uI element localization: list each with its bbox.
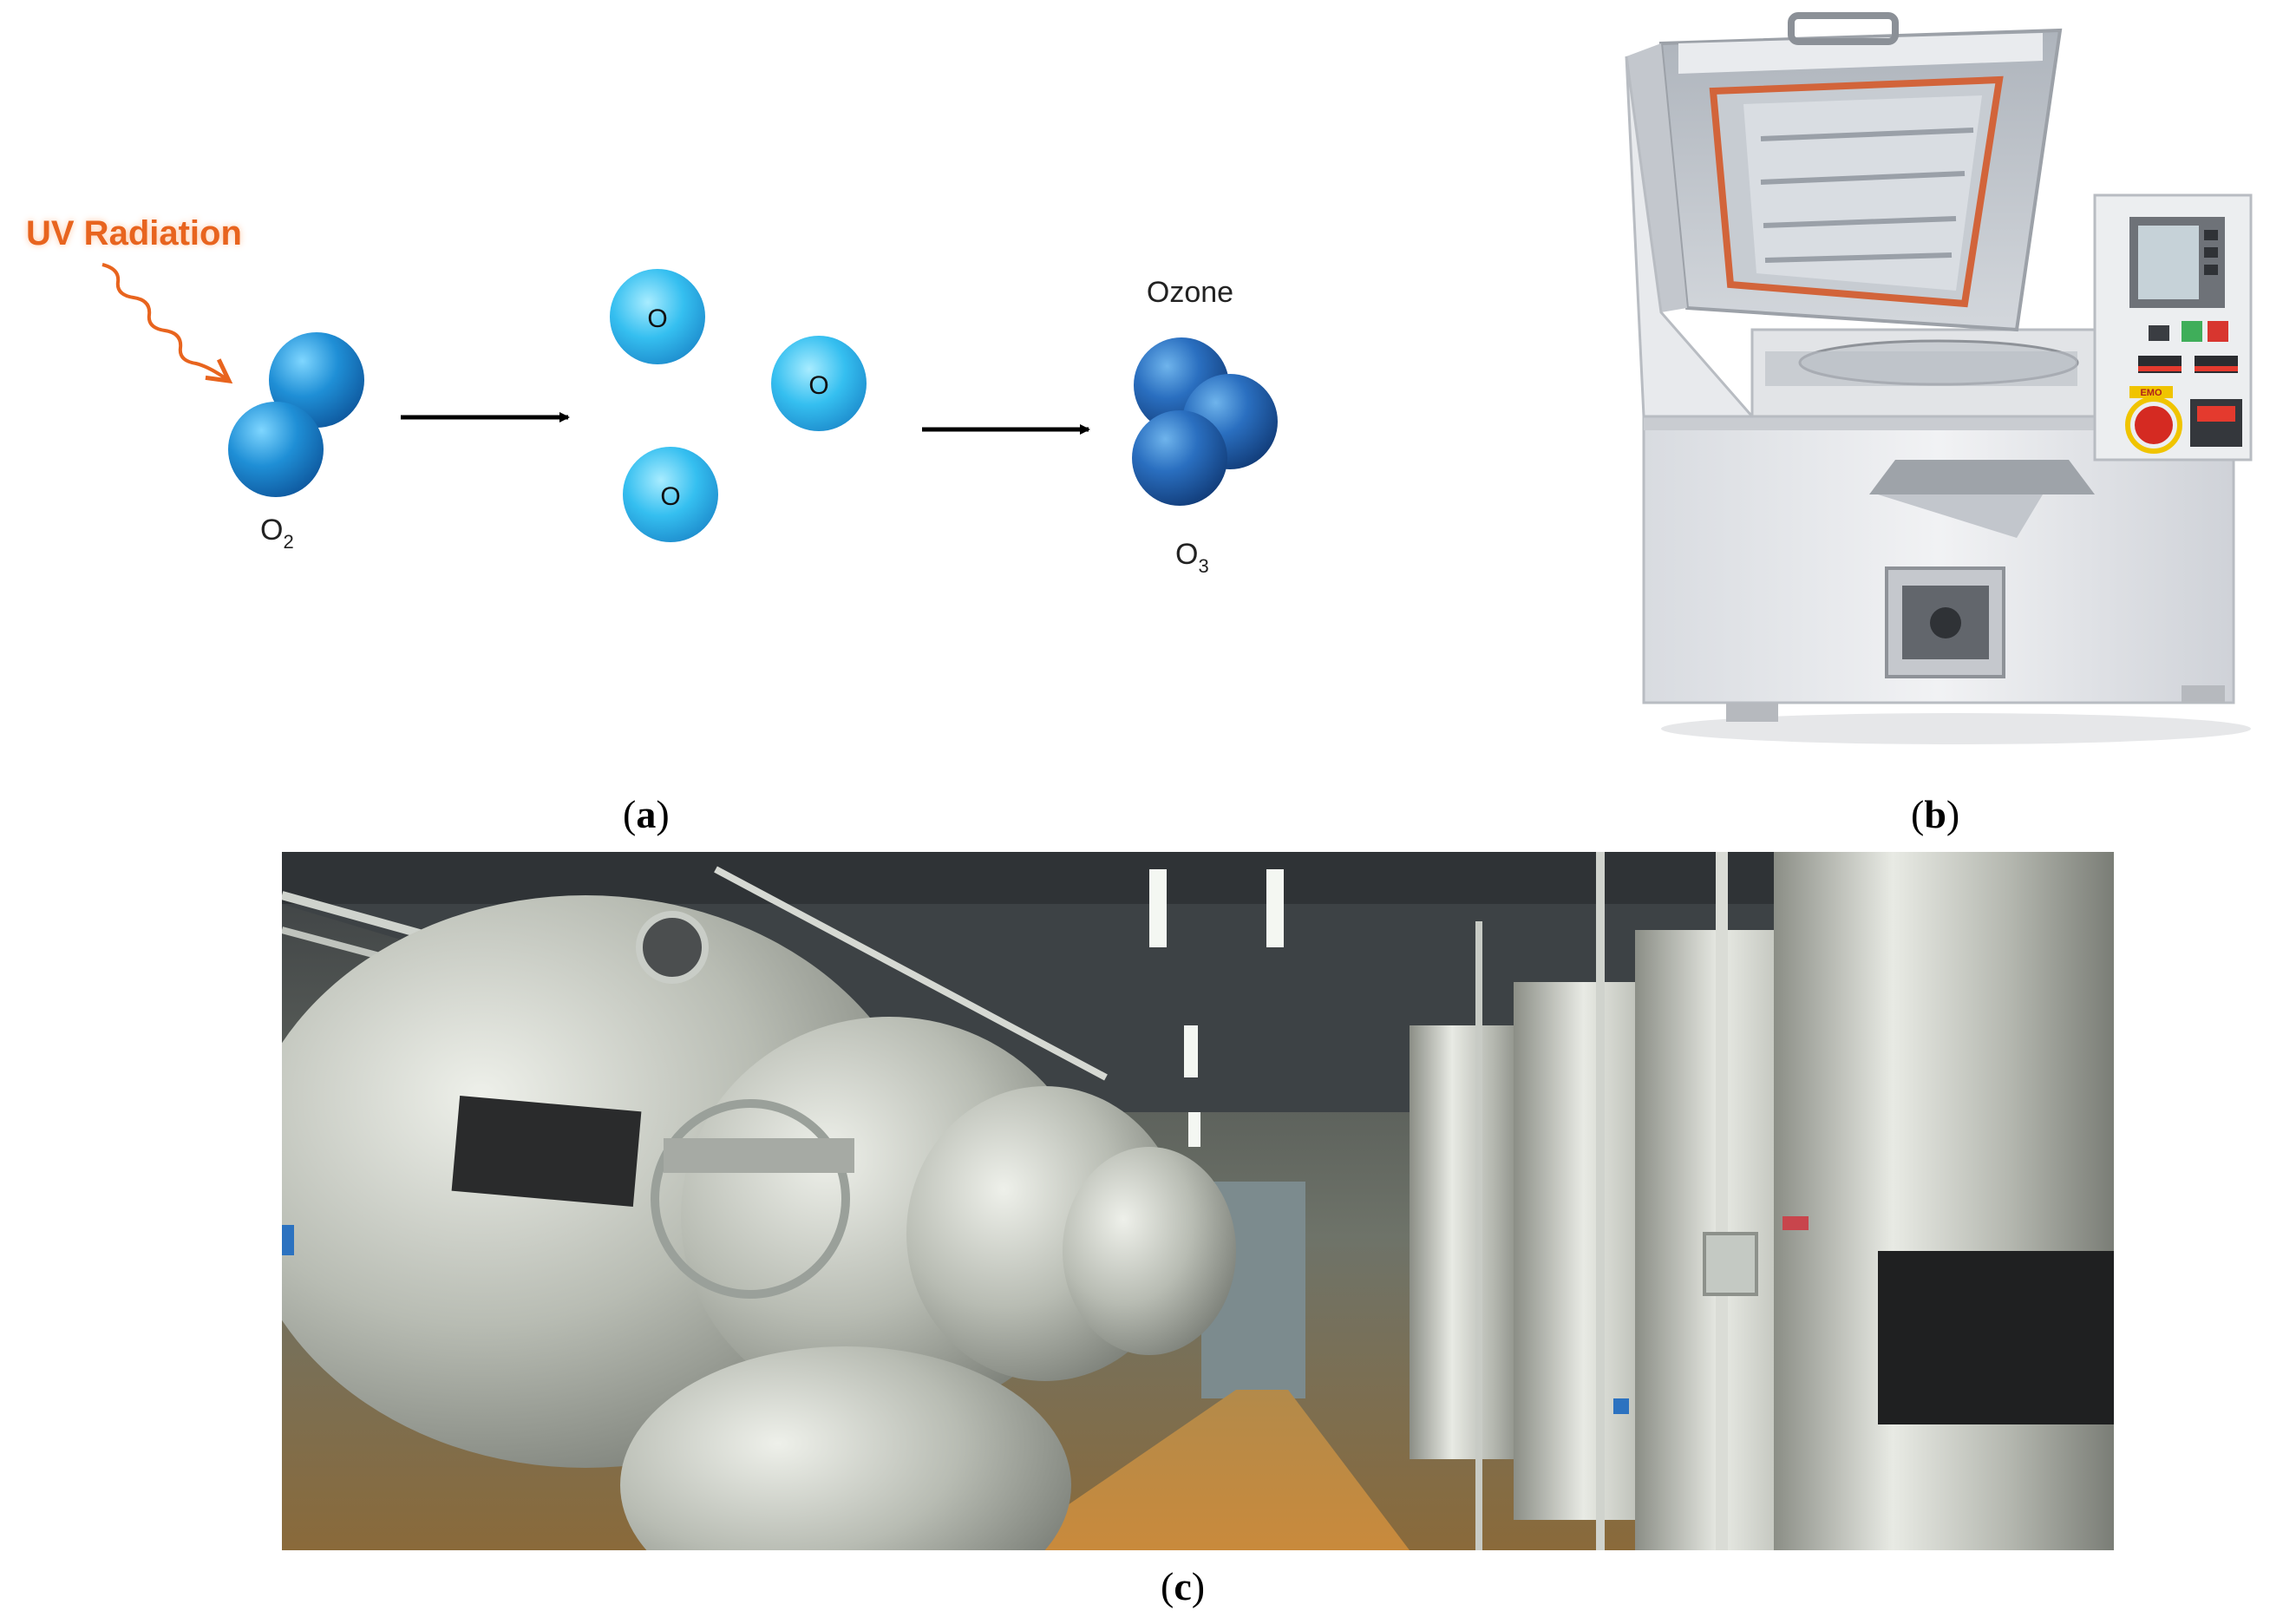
- caption-b: (b): [1911, 792, 1960, 836]
- o3-molecule: [1132, 337, 1278, 506]
- brewery-tank-cellar-photo: [282, 852, 2114, 1550]
- oxygen-atom: O: [623, 447, 718, 542]
- svg-text:O: O: [808, 371, 828, 400]
- o3-label: O3: [1175, 538, 1209, 577]
- oxygen-atom: O: [771, 336, 867, 431]
- ozone-title: Ozone: [1147, 276, 1233, 309]
- uv-ozone-cleaner-photo: EMO: [1625, 12, 2253, 744]
- uv-radiation-label: UV Radiation: [26, 214, 242, 252]
- ozone-formation-diagram: UV Radiation O2 O O O Ozone O3: [26, 214, 1278, 577]
- caption-a: (a): [623, 792, 670, 836]
- o2-molecule: [228, 332, 364, 497]
- oxygen-atom: O: [610, 269, 705, 364]
- svg-text:O: O: [660, 482, 680, 511]
- svg-text:O: O: [647, 304, 667, 333]
- caption-c: (c): [1161, 1564, 1206, 1608]
- o2-label: O2: [260, 514, 294, 553]
- uv-wave-arrow: [101, 263, 233, 384]
- emo-label: EMO: [2140, 388, 2162, 398]
